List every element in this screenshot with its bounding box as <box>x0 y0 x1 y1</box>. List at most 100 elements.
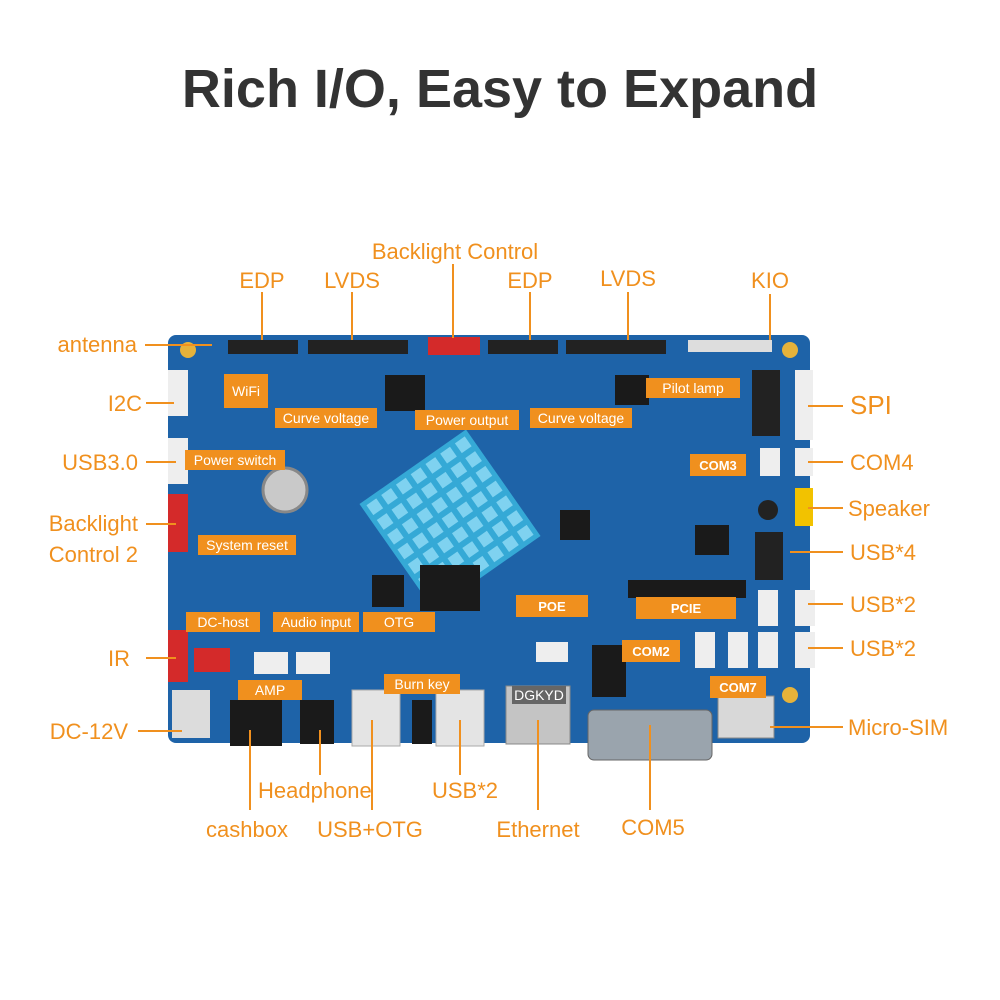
badge-otg: OTG <box>363 612 435 632</box>
mount-hole <box>782 687 798 703</box>
callout-backlight-control-2-line1: Backlight <box>49 511 138 536</box>
edp-header-left <box>228 340 298 354</box>
callout-antenna: antenna <box>57 332 137 357</box>
burn-key-button <box>412 700 432 744</box>
i2c-connector <box>168 370 188 416</box>
com7-connector <box>728 632 748 668</box>
badge-curve-voltage-1-label: Curve voltage <box>283 410 370 426</box>
usb2-connector-a <box>758 590 778 626</box>
callout-usb-otg: USB+OTG <box>317 817 423 842</box>
badge-otg-label: OTG <box>384 614 414 630</box>
page-title: Rich I/O, Easy to Expand <box>181 59 819 119</box>
lvds-header-left <box>308 340 408 354</box>
badge-com2-label: COM2 <box>632 644 670 659</box>
badge-audio-input: Audio input <box>273 612 359 632</box>
callout-ir: IR <box>108 646 130 671</box>
badge-pcie-label: PCIE <box>671 601 702 616</box>
callout-cashbox: cashbox <box>206 817 288 842</box>
backlight2-connector <box>168 494 188 552</box>
badge-poe: POE <box>516 595 588 617</box>
badge-burn-key: Burn key <box>384 674 460 694</box>
com3-connector <box>760 448 780 476</box>
audio-input-connector <box>296 652 330 674</box>
speaker-connector <box>795 488 813 526</box>
spi-connector <box>795 370 813 440</box>
badge-amp: AMP <box>238 680 302 700</box>
callout-edp-right: EDP <box>507 268 552 293</box>
badge-power-switch-label: Power switch <box>194 452 276 468</box>
callout-usb2-bottom: USB*2 <box>432 778 498 803</box>
amp-connector <box>254 652 288 674</box>
badge-power-output-label: Power output <box>426 412 509 428</box>
com2-connector <box>695 632 715 668</box>
badge-curve-voltage-1: Curve voltage <box>275 408 377 428</box>
usb4-header <box>755 532 783 580</box>
badge-dc-host: DC-host <box>186 612 260 632</box>
callout-dc12v: DC-12V <box>50 719 129 744</box>
heatsink <box>359 429 541 611</box>
edp-header-right <box>488 340 558 354</box>
poe-connector <box>536 642 568 662</box>
usb2-connector-b2 <box>795 632 815 668</box>
badge-system-reset: System reset <box>198 535 296 555</box>
kio-header <box>752 370 780 436</box>
usb-otg-port <box>351 689 401 747</box>
chip <box>420 565 480 611</box>
callout-lvds-right: LVDS <box>600 266 656 291</box>
callout-headphone: Headphone <box>258 778 372 803</box>
chip <box>385 375 425 411</box>
badge-power-output: Power output <box>415 410 519 430</box>
usb30-connector <box>168 438 188 484</box>
usb2-connector-b <box>758 632 778 668</box>
dc-host-connector <box>194 648 230 672</box>
badge-power-switch: Power switch <box>185 450 285 470</box>
kio-connector <box>688 340 772 352</box>
callout-i2c: I2C <box>108 391 142 416</box>
speaker-capacitor <box>758 500 778 520</box>
callout-backlight-control-2-line2: Control 2 <box>49 542 138 567</box>
backlight-connector <box>428 337 480 355</box>
callout-spi: SPI <box>850 390 892 420</box>
badge-com3-label: COM3 <box>699 458 737 473</box>
callout-micro-sim: Micro-SIM <box>848 715 948 740</box>
com4-connector <box>795 448 813 476</box>
badge-dgkyd-label: DGKYD <box>514 687 564 703</box>
callout-usb2-a: USB*2 <box>850 592 916 617</box>
badge-burn-key-label: Burn key <box>394 676 449 692</box>
headphone-jack <box>300 700 334 744</box>
pcie-slot <box>628 580 746 598</box>
chip <box>615 375 649 405</box>
badge-poe-label: POE <box>538 599 566 614</box>
callout-com5: COM5 <box>621 815 685 840</box>
lvds-header-right <box>566 340 666 354</box>
callout-edp-left: EDP <box>239 268 284 293</box>
callout-usb4: USB*4 <box>850 540 916 565</box>
badge-com3: COM3 <box>690 454 746 476</box>
chip <box>372 575 404 607</box>
badge-curve-voltage-2: Curve voltage <box>530 408 632 428</box>
chip <box>695 525 729 555</box>
badge-amp-label: AMP <box>255 682 285 698</box>
badge-system-reset-label: System reset <box>206 537 288 553</box>
badge-com7: COM7 <box>710 676 766 698</box>
badge-pilot-lamp: Pilot lamp <box>646 378 740 398</box>
callout-usb2-b: USB*2 <box>850 636 916 661</box>
usb2-connector-a2 <box>795 590 815 626</box>
badge-pilot-lamp-label: Pilot lamp <box>662 380 724 396</box>
callout-kio: KIO <box>751 268 789 293</box>
callout-ethernet: Ethernet <box>496 817 579 842</box>
mount-hole <box>782 342 798 358</box>
callout-speaker: Speaker <box>848 496 930 521</box>
cashbox-jack <box>230 700 282 746</box>
micro-sim-slot <box>717 695 775 739</box>
badge-dc-host-label: DC-host <box>197 614 248 630</box>
badge-com2: COM2 <box>622 640 680 662</box>
coin-battery <box>261 466 309 514</box>
badge-curve-voltage-2-label: Curve voltage <box>538 410 625 426</box>
badge-pcie: PCIE <box>636 597 736 619</box>
callout-lvds-left: LVDS <box>324 268 380 293</box>
badge-dgkyd: DGKYD <box>512 686 566 704</box>
chip <box>592 645 626 697</box>
